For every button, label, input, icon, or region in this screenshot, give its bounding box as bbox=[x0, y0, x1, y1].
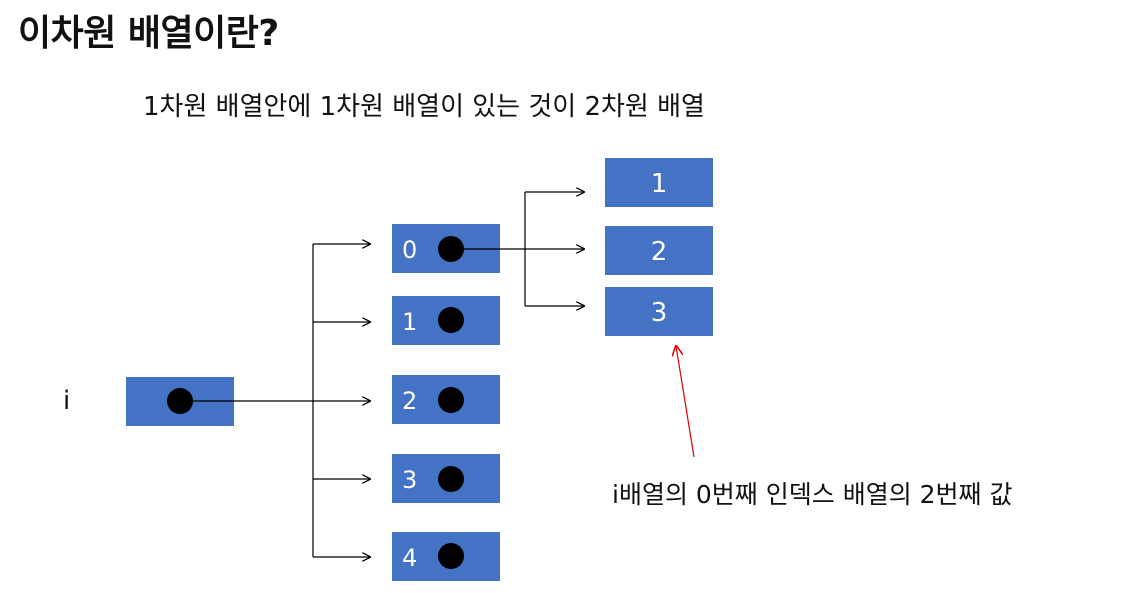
inner-cell-1: 2 bbox=[605, 226, 713, 275]
inner-value-label: 2 bbox=[651, 237, 668, 267]
outer-pointer-dot bbox=[438, 387, 464, 413]
inner-cell-2: 3 bbox=[605, 287, 713, 336]
outer-cell-3: 3 bbox=[392, 454, 500, 503]
variable-label: i bbox=[63, 386, 70, 416]
outer-index-label: 2 bbox=[402, 387, 417, 415]
inner-connectors bbox=[451, 192, 584, 306]
page-title: 이차원 배열이란? bbox=[18, 13, 279, 54]
outer-index-label: 0 bbox=[402, 236, 417, 264]
outer-cell-2: 2 bbox=[392, 375, 500, 424]
outer-index-label: 3 bbox=[402, 466, 417, 494]
outer-pointer-dot bbox=[438, 543, 464, 569]
inner-array: 1 2 3 bbox=[605, 158, 713, 336]
outer-connectors bbox=[180, 244, 370, 557]
outer-cell-4: 4 bbox=[392, 532, 500, 581]
page-subtitle: 1차원 배열안에 1차원 배열이 있는 것이 2차원 배열 bbox=[143, 92, 705, 122]
annotation-text: i배열의 0번째 인덱스 배열의 2번째 값 bbox=[612, 480, 1013, 509]
outer-cell-1: 1 bbox=[392, 296, 500, 345]
inner-value-label: 1 bbox=[651, 169, 668, 199]
inner-value-label: 3 bbox=[651, 298, 668, 328]
outer-index-label: 1 bbox=[402, 308, 417, 336]
outer-index-label: 4 bbox=[402, 544, 417, 572]
annotation-arrow bbox=[676, 346, 695, 458]
outer-pointer-dot bbox=[438, 307, 464, 333]
outer-pointer-dot bbox=[438, 466, 464, 492]
inner-cell-0: 1 bbox=[605, 158, 713, 207]
outer-array: 0 1 2 3 4 bbox=[392, 224, 500, 581]
